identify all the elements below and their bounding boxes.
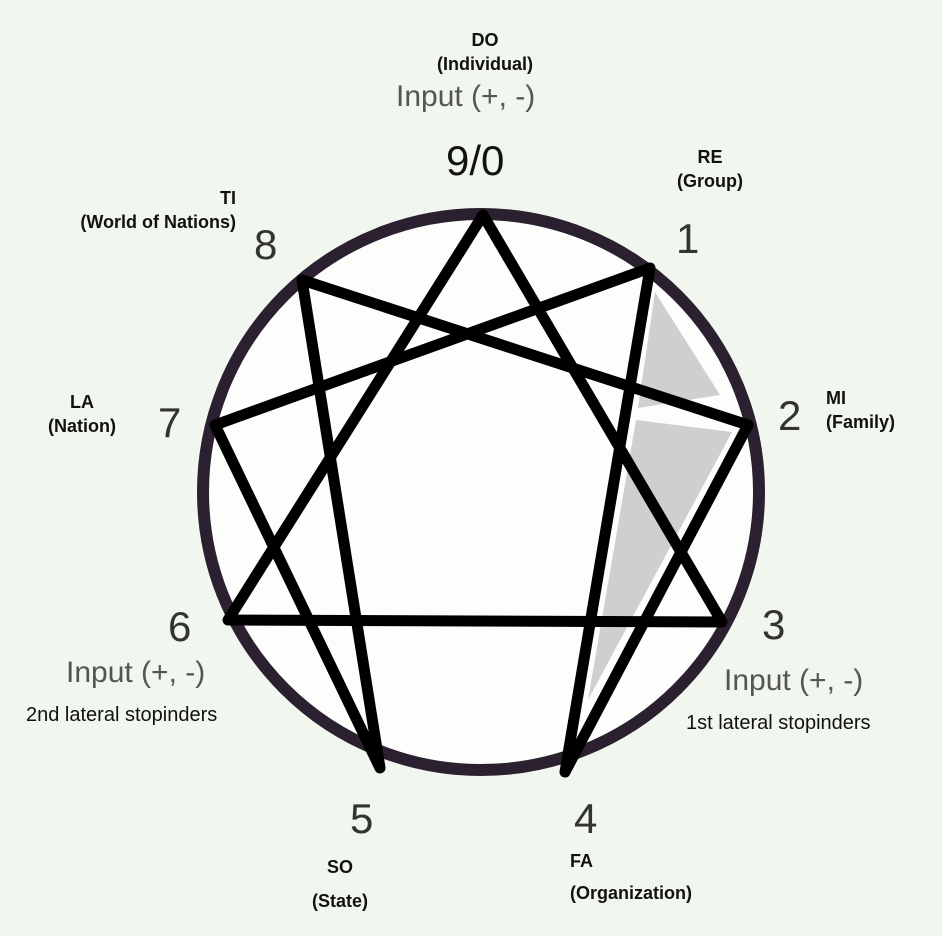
point-code: FA (570, 851, 594, 871)
point-code: TI (220, 188, 236, 208)
note-6: 2nd lateral stopinders (26, 704, 218, 726)
point-number-8: 8 (254, 221, 278, 268)
point-name: (Nation) (48, 416, 116, 436)
label-4: FA (Organization) (570, 845, 692, 909)
triangle-9-3-6 (222, 209, 728, 628)
shaded-region-upper (638, 292, 720, 408)
point-number-6: 6 (168, 603, 192, 650)
point-name: (Individual) (437, 54, 533, 74)
label-2: MI (Family) (826, 386, 895, 434)
input-label-3: Input (+, -) (724, 664, 864, 697)
input-label-6: Input (+, -) (66, 656, 206, 689)
point-code: LA (70, 392, 94, 412)
point-code: DO (471, 30, 499, 50)
label-1: RE (Group) (660, 145, 760, 193)
point-number-1: 1 (676, 215, 700, 262)
shaded-region-lower (588, 420, 732, 700)
label-7: LA (Nation) (34, 390, 130, 438)
point-number-2: 2 (778, 392, 802, 439)
point-code: SO (326, 857, 353, 877)
point-name: (Organization) (570, 883, 692, 903)
input-label-top: Input (+, -) (396, 80, 536, 113)
label-8: TI (World of Nations) (40, 186, 236, 234)
label-9: DO (Individual) (420, 28, 550, 76)
point-code: RE (697, 147, 723, 167)
point-name: (State) (311, 891, 368, 911)
note-3: 1st lateral stopinders (686, 712, 871, 734)
point-name: (Group) (677, 171, 743, 191)
point-code: MI (826, 388, 846, 408)
point-name: (Family) (826, 412, 896, 432)
point-number-4: 4 (574, 795, 598, 842)
point-number-3: 3 (762, 601, 786, 648)
point-number-9: 9/0 (446, 137, 505, 184)
label-5: SO (State) (300, 850, 380, 918)
point-number-5: 5 (350, 795, 374, 842)
point-name: (World of Nations) (80, 212, 236, 232)
point-number-7: 7 (158, 399, 182, 446)
hexad-1-4-2-8-5-7 (209, 262, 754, 778)
